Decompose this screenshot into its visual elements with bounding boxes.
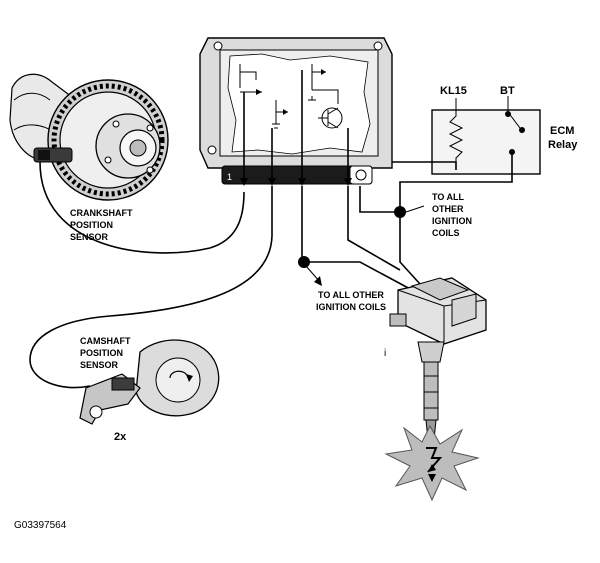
spark-icon <box>384 424 480 502</box>
figure-code-label: G03397564 <box>14 520 67 531</box>
junction-dot-mid <box>298 256 310 268</box>
mid-coils-label-2: IGNITION COILS <box>316 302 386 312</box>
crankshaft-gear-icon <box>9 73 169 201</box>
ecm-ground-wire <box>347 186 401 271</box>
camshaft-label-3: SENSOR <box>80 360 119 370</box>
camshaft-label-1: CAMSHAFT <box>80 336 131 346</box>
ecm-relay-icon <box>431 96 541 175</box>
ecm-module-icon <box>199 37 393 185</box>
relay-name-line2: Relay <box>548 139 578 151</box>
top-coils-arrow <box>405 205 425 213</box>
ecm-signal-arrows <box>240 70 352 186</box>
camshaft-sensor-icon <box>79 339 220 425</box>
relay-output-wire <box>359 152 513 213</box>
crankshaft-sensor-wire <box>39 161 245 254</box>
crankshaft-label-2: POSITION <box>70 220 113 230</box>
top-coils-label-2: OTHER <box>432 204 464 214</box>
ecm-pin-label: 1 <box>227 172 232 182</box>
camshaft-label-2: POSITION <box>80 348 123 358</box>
mid-coils-label-1: TO ALL OTHER <box>318 290 384 300</box>
camshaft-sensor-wire <box>29 186 273 389</box>
top-coils-label-4: COILS <box>432 228 460 238</box>
crankshaft-label-1: CRANKSHAFT <box>70 208 133 218</box>
relay-to-ecm-wire <box>392 161 457 170</box>
relay-name-line1: ECM <box>550 125 574 137</box>
crankshaft-label-3: SENSOR <box>70 232 109 242</box>
ecm-to-coil-wire <box>301 186 413 291</box>
relay-bt-label: BT <box>500 85 515 97</box>
quantity-label: 2x <box>114 431 127 443</box>
coil-mark-label: i <box>384 348 386 359</box>
ignition-coil-icon <box>389 277 487 441</box>
relay-to-coil-wire <box>399 212 421 285</box>
relay-kl15-label: KL15 <box>440 85 467 97</box>
top-coils-label-1: TO ALL <box>432 192 464 202</box>
top-coils-label-3: IGNITION <box>432 216 472 226</box>
